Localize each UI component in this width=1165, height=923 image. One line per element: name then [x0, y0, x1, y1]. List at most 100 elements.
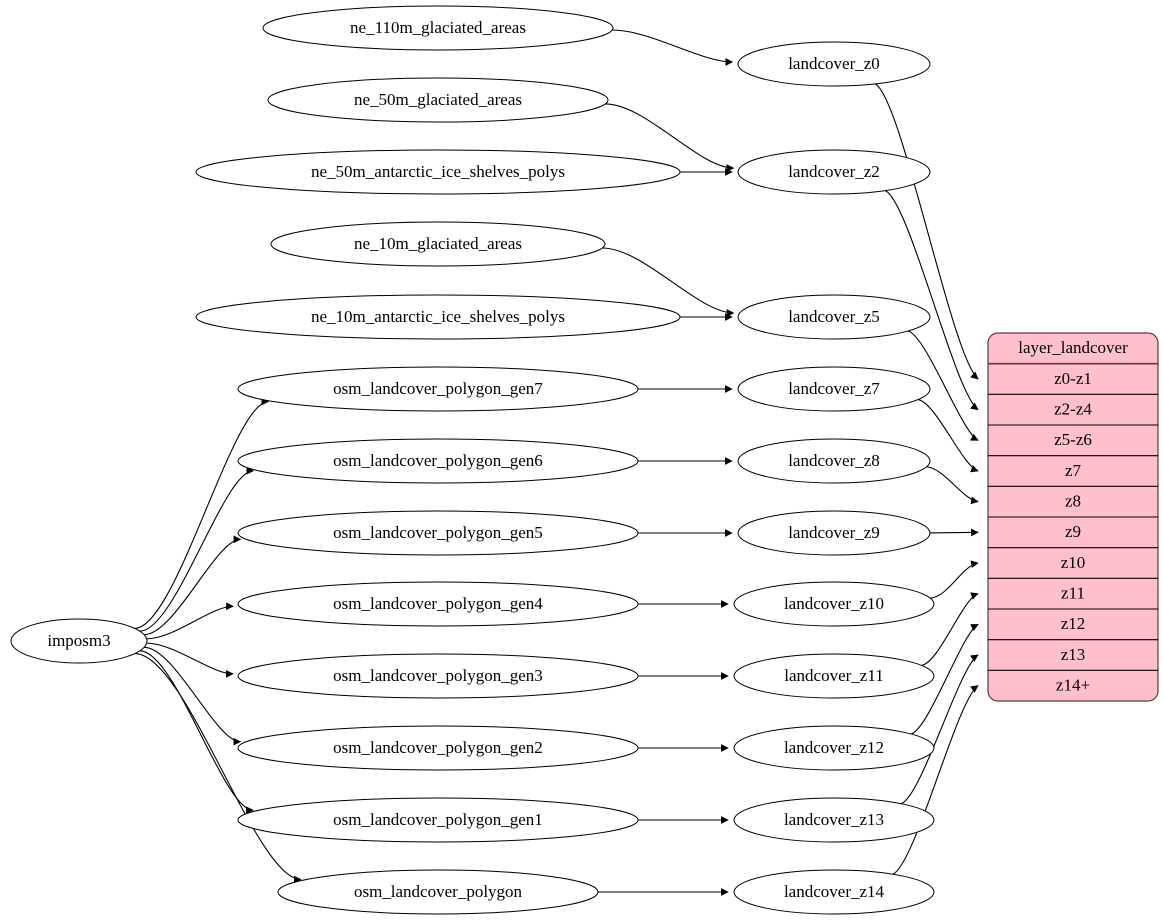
- edge-ne_10m_glaciated_areas-to-landcover_z5: [602, 247, 735, 317]
- node-label-osm_landcover_polygon_gen4: osm_landcover_polygon_gen4: [333, 594, 543, 613]
- node-label-landcover_z8: landcover_z8: [788, 451, 880, 470]
- osm-node-osm_landcover_polygon[interactable]: osm_landcover_polygon: [277, 869, 599, 915]
- node-shape-ne_50m_antarctic_ice_shelves_polys: [195, 149, 681, 195]
- landcover-node-landcover_z11[interactable]: landcover_z11: [733, 653, 935, 699]
- node-label-landcover_z12: landcover_z12: [784, 738, 884, 757]
- osm-node-osm_landcover_polygon_gen3[interactable]: osm_landcover_polygon_gen3: [237, 653, 639, 699]
- landcover-node-landcover_z14[interactable]: landcover_z14: [733, 869, 935, 915]
- node-label-landcover_z0: landcover_z0: [788, 54, 880, 73]
- node-shape-ne_110m_glaciated_areas: [262, 5, 614, 51]
- landcover-node-landcover_z12[interactable]: landcover_z12: [733, 725, 935, 771]
- node-label-landcover_z2: landcover_z2: [788, 162, 880, 181]
- edge-landcover_z7-to-z7: [918, 399, 979, 473]
- edge-imposm3-to-osm_landcover_polygon_gen3: [146, 642, 234, 678]
- landcover-node-landcover_z10[interactable]: landcover_z10: [733, 581, 935, 627]
- landcover-node-landcover_z0[interactable]: landcover_z0: [737, 41, 931, 87]
- edge-imposm3-to-osm_landcover_polygon_gen2: [144, 646, 242, 746]
- landcover-node-landcover_z5[interactable]: landcover_z5: [737, 294, 931, 340]
- natural-earth-node-ne_50m_glaciated_areas[interactable]: ne_50m_glaciated_areas: [267, 77, 609, 123]
- edge-landcover_z13-to-z13: [901, 654, 979, 805]
- node-shape-imposm3: [10, 618, 148, 664]
- node-shape-landcover_z5: [737, 294, 931, 340]
- table-row-z10[interactable]: z10: [1061, 553, 1086, 572]
- nodes-layer: imposm3 ne_110m_glaciated_areas ne_50m_gla…: [10, 5, 935, 915]
- node-shape-osm_landcover_polygon_gen6: [237, 438, 639, 484]
- natural-earth-node-ne_10m_glaciated_areas[interactable]: ne_10m_glaciated_areas: [270, 221, 606, 267]
- table-row-z5-z6[interactable]: z5-z6: [1054, 430, 1092, 449]
- landcover-node-landcover_z13[interactable]: landcover_z13: [733, 797, 935, 843]
- node-shape-osm_landcover_polygon_gen2: [237, 725, 639, 771]
- table-row-z13[interactable]: z13: [1061, 645, 1086, 664]
- edge-landcover_z11-to-z11: [921, 592, 979, 666]
- node-label-osm_landcover_polygon_gen3: osm_landcover_polygon_gen3: [333, 666, 543, 685]
- node-label-osm_landcover_polygon: osm_landcover_polygon: [354, 882, 523, 901]
- node-label-imposm3: imposm3: [47, 631, 110, 650]
- node-shape-landcover_z2: [737, 149, 931, 195]
- node-shape-osm_landcover_polygon_gen5: [237, 510, 639, 556]
- node-shape-osm_landcover_polygon_gen3: [237, 653, 639, 699]
- node-shape-ne_50m_glaciated_areas: [267, 77, 609, 123]
- landcover-node-landcover_z7[interactable]: landcover_z7: [737, 366, 931, 412]
- table-row-z0-z1[interactable]: z0-z1: [1054, 369, 1092, 388]
- node-label-landcover_z11: landcover_z11: [784, 666, 883, 685]
- node-shape-osm_landcover_polygon_gen1: [237, 797, 639, 843]
- node-shape-landcover_z10: [733, 581, 935, 627]
- source-node-imposm3[interactable]: imposm3: [10, 618, 148, 664]
- landcover-node-landcover_z8[interactable]: landcover_z8: [737, 438, 931, 484]
- node-shape-landcover_z14: [733, 869, 935, 915]
- table-row-z9[interactable]: z9: [1065, 522, 1081, 541]
- node-label-osm_landcover_polygon_gen6: osm_landcover_polygon_gen6: [333, 451, 543, 470]
- osm-node-osm_landcover_polygon_gen7[interactable]: osm_landcover_polygon_gen7: [237, 366, 639, 412]
- node-label-ne_110m_glaciated_areas: ne_110m_glaciated_areas: [350, 18, 526, 37]
- edge-landcover_z10-to-z10: [930, 560, 979, 599]
- node-shape-landcover_z7: [737, 366, 931, 412]
- table-row-z14+[interactable]: z14+: [1056, 676, 1090, 695]
- edge-landcover_z14-to-z14+: [892, 685, 979, 875]
- osm-node-osm_landcover_polygon_gen4[interactable]: osm_landcover_polygon_gen4: [237, 581, 639, 627]
- node-shape-landcover_z0: [737, 41, 931, 87]
- node-label-ne_50m_glaciated_areas: ne_50m_glaciated_areas: [354, 90, 522, 109]
- table-row-z2-z4[interactable]: z2-z4: [1054, 400, 1092, 419]
- table-row-z11[interactable]: z11: [1061, 584, 1085, 603]
- edge-ne_110m_glaciated_areas-to-landcover_z0: [612, 29, 734, 66]
- landcover-node-landcover_z9[interactable]: landcover_z9: [737, 510, 931, 556]
- edge-imposm3-to-osm_landcover_polygon: [134, 653, 302, 884]
- node-label-landcover_z9: landcover_z9: [788, 523, 880, 542]
- osm-node-osm_landcover_polygon_gen6[interactable]: osm_landcover_polygon_gen6: [237, 438, 639, 484]
- edges-layer: [134, 29, 979, 896]
- node-shape-landcover_z11: [733, 653, 935, 699]
- natural-earth-node-ne_10m_antarctic_ice_shelves_polys[interactable]: ne_10m_antarctic_ice_shelves_polys: [195, 294, 681, 340]
- edge-landcover_z5-to-z5-z6: [907, 330, 979, 441]
- node-label-landcover_z7: landcover_z7: [788, 379, 880, 398]
- edge-imposm3-to-osm_landcover_polygon_gen5: [144, 535, 242, 636]
- node-label-landcover_z5: landcover_z5: [788, 307, 880, 326]
- node-label-osm_landcover_polygon_gen7: osm_landcover_polygon_gen7: [333, 379, 543, 398]
- node-shape-landcover_z8: [737, 438, 931, 484]
- edge-imposm3-to-osm_landcover_polygon_gen7: [134, 397, 270, 629]
- node-label-ne_50m_antarctic_ice_shelves_polys: ne_50m_antarctic_ice_shelves_polys: [311, 162, 565, 181]
- node-shape-landcover_z13: [733, 797, 935, 843]
- table-row-z7[interactable]: z7: [1065, 461, 1082, 480]
- table-row-z12[interactable]: z12: [1061, 614, 1086, 633]
- layer-landcover-table: layer_landcover z0-z1 z2-z4 z5-z6 z7 z8 z9 z10 z…: [987, 332, 1159, 702]
- node-shape-landcover_z12: [733, 725, 935, 771]
- natural-earth-node-ne_50m_antarctic_ice_shelves_polys[interactable]: ne_50m_antarctic_ice_shelves_polys: [195, 149, 681, 195]
- node-shape-ne_10m_antarctic_ice_shelves_polys: [195, 294, 681, 340]
- node-shape-ne_10m_glaciated_areas: [270, 221, 606, 267]
- table-header-label: layer_landcover: [1018, 338, 1128, 357]
- osm-node-osm_landcover_polygon_gen1[interactable]: osm_landcover_polygon_gen1: [237, 797, 639, 843]
- natural-earth-node-ne_110m_glaciated_areas[interactable]: ne_110m_glaciated_areas: [262, 5, 614, 51]
- node-shape-osm_landcover_polygon_gen7: [237, 366, 639, 412]
- node-shape-landcover_z9: [737, 510, 931, 556]
- edge-landcover_z8-to-z8: [926, 466, 979, 505]
- landcover-node-landcover_z2[interactable]: landcover_z2: [737, 149, 931, 195]
- osm-node-osm_landcover_polygon_gen2[interactable]: osm_landcover_polygon_gen2: [237, 725, 639, 771]
- edge-imposm3-to-osm_landcover_polygon_gen1: [139, 650, 254, 814]
- edge-imposm3-to-osm_landcover_polygon_gen6: [139, 467, 254, 632]
- edge-landcover_z0-to-z0-z1: [874, 83, 979, 380]
- edge-landcover_z2-to-z2-z4: [884, 190, 979, 411]
- osm-node-osm_landcover_polygon_gen5[interactable]: osm_landcover_polygon_gen5: [237, 510, 639, 556]
- node-label-landcover_z14: landcover_z14: [784, 882, 885, 901]
- table-row-z8[interactable]: z8: [1065, 492, 1081, 511]
